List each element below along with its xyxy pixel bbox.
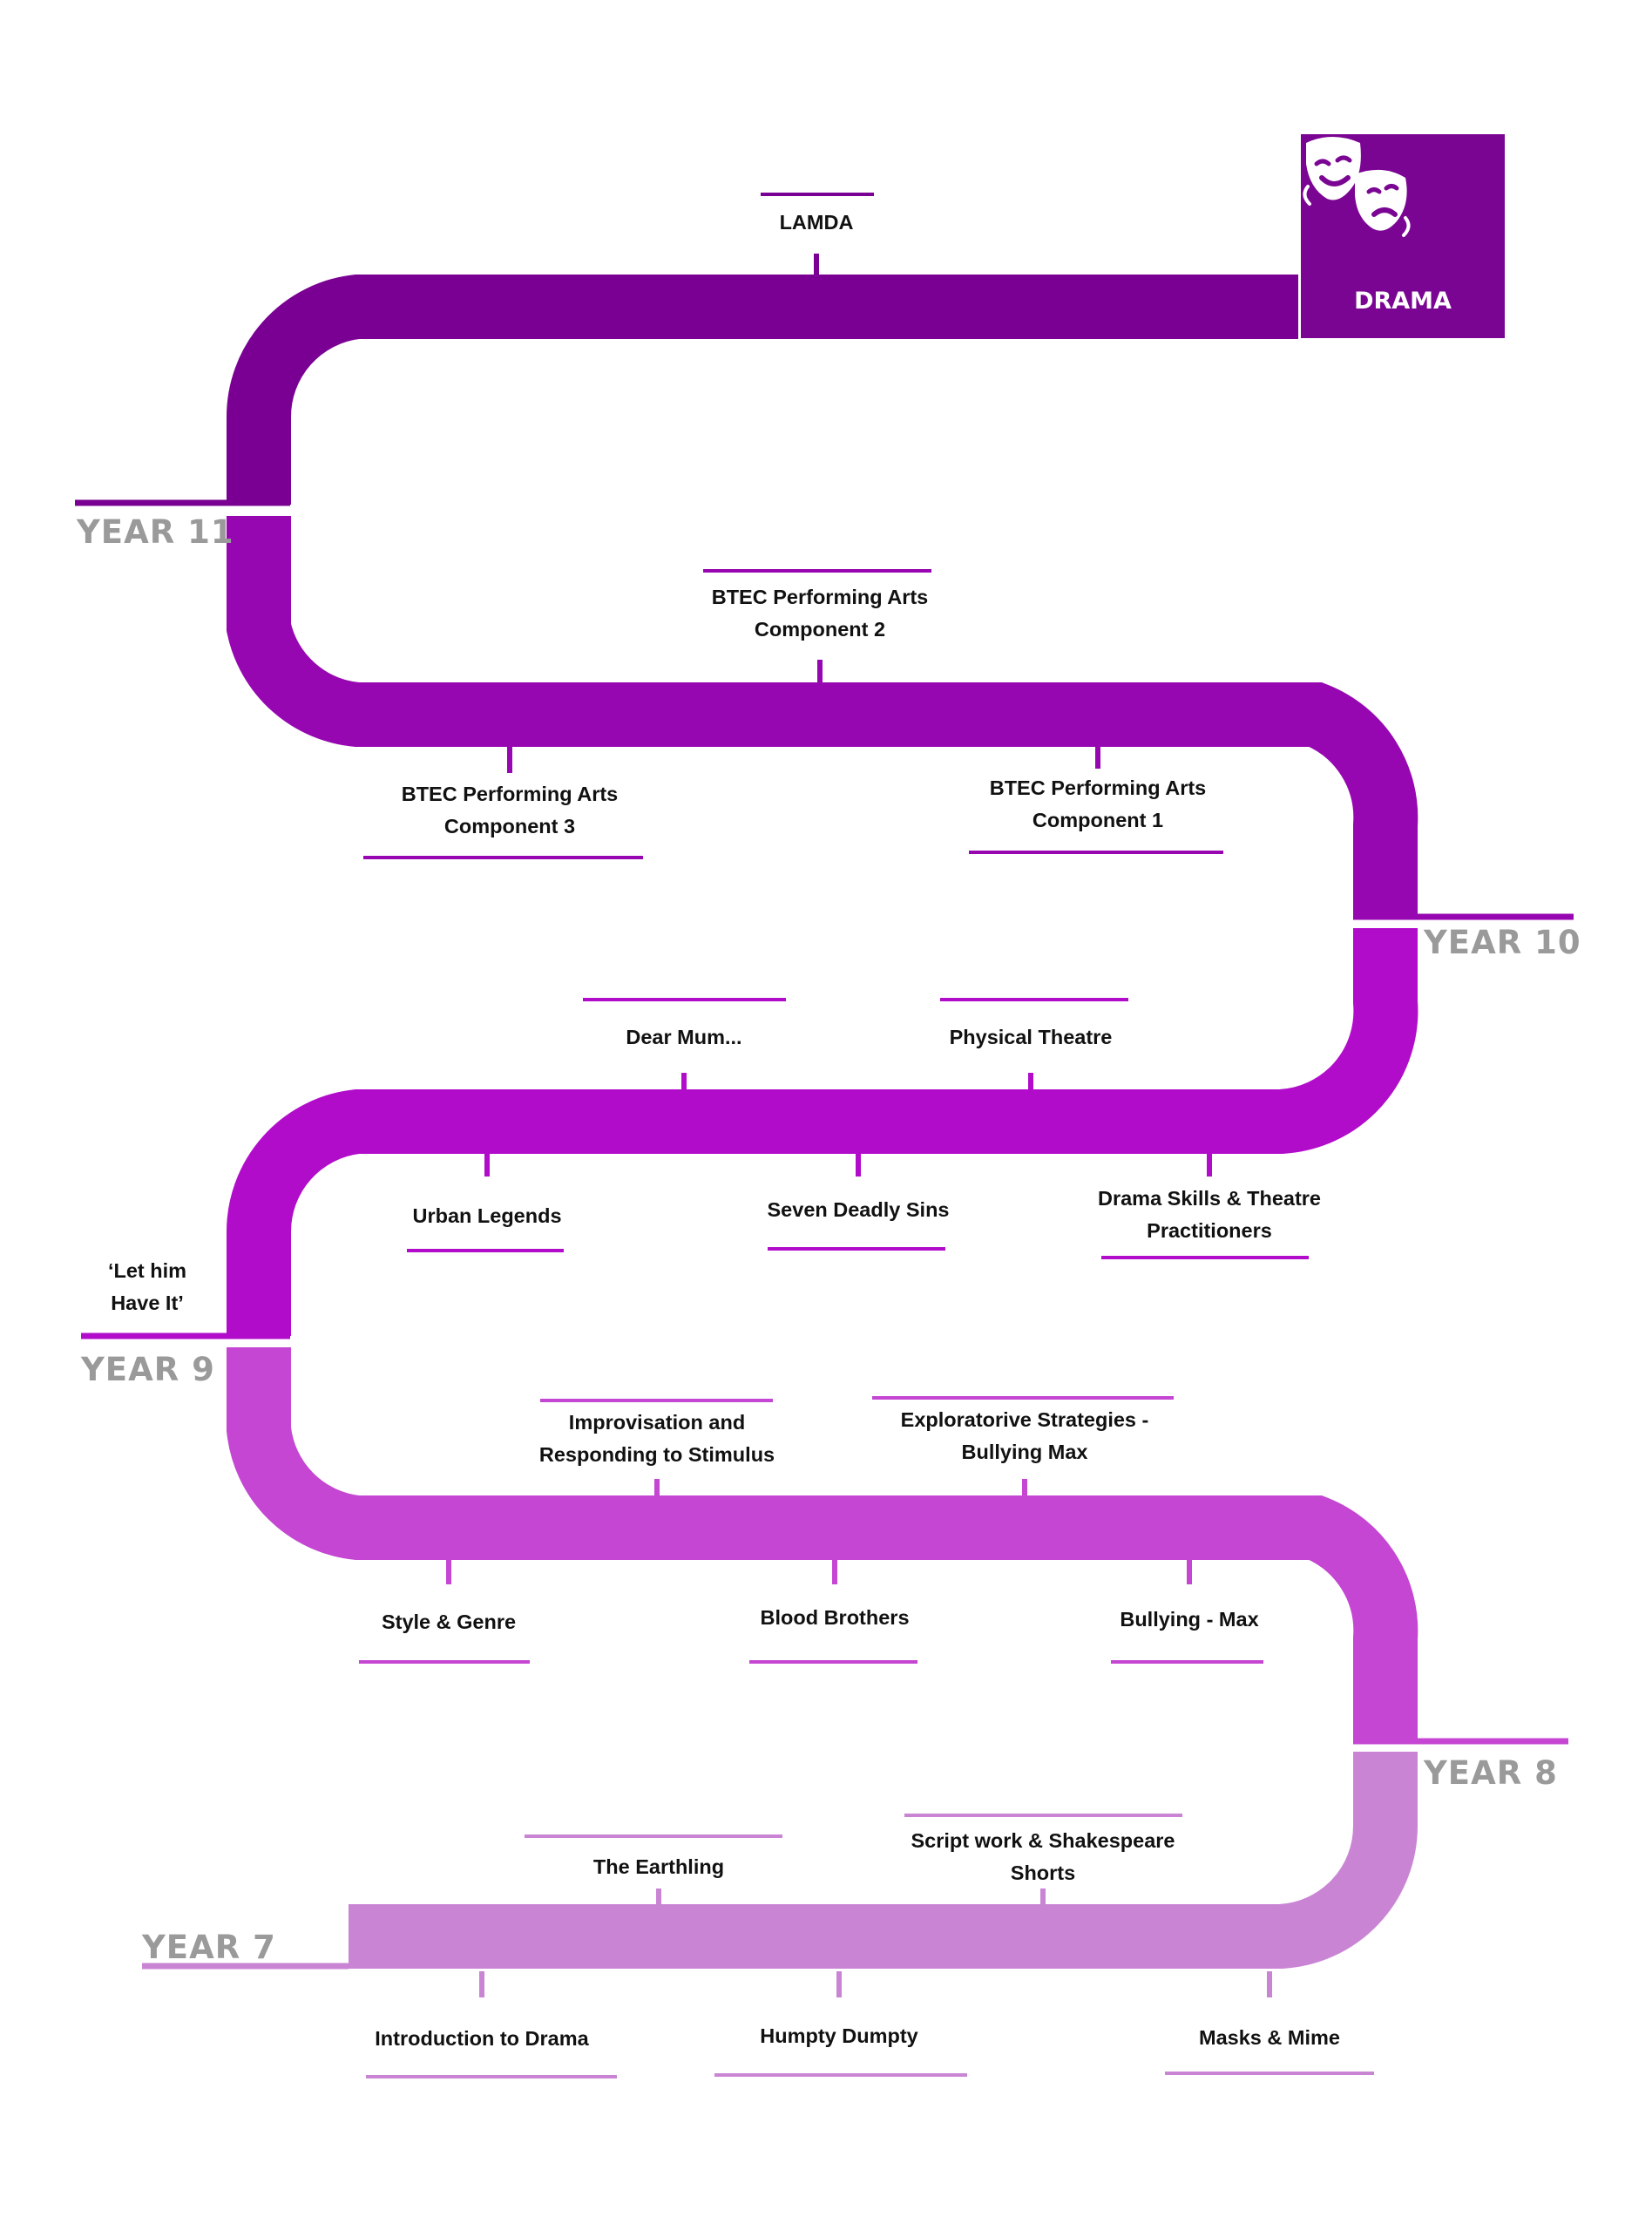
year-label-year9: YEAR 9 — [81, 1351, 215, 1388]
topic-label-line: Humpty Dumpty — [760, 2024, 918, 2047]
topic-label-line: Physical Theatre — [949, 1026, 1113, 1048]
topic-label-line: Dear Mum... — [626, 1026, 742, 1048]
topic-label-line: Responding to Stimulus — [538, 1443, 775, 1466]
topic-label-line: Component 1 — [1032, 809, 1164, 831]
topic-label-line: BTEC Performing Arts — [989, 776, 1207, 799]
topic-label-line: Style & Genre — [381, 1611, 517, 1633]
topic-label-style-genre: Style & Genre — [257, 1606, 640, 1638]
topic-label-line: Seven Deadly Sins — [767, 1198, 950, 1221]
topic-label-line: Improvisation and — [568, 1411, 746, 1434]
topic-label-masks-mime: Masks & Mime — [1078, 2022, 1461, 2054]
theatre-masks-icon — [1303, 137, 1411, 237]
topic-label-line: The Earthling — [592, 1855, 725, 1878]
topic-label-line: Component 3 — [443, 815, 576, 837]
road-segment-year8 — [227, 1347, 1418, 1741]
topic-label-line: Have It’ — [111, 1292, 184, 1314]
road-segment-year9 — [226, 928, 1418, 1336]
year-label-year8: YEAR 8 — [1424, 1754, 1558, 1792]
year-label-year7: YEAR 7 — [142, 1929, 276, 1966]
topic-label-line: BTEC Performing Arts — [711, 586, 929, 608]
topic-label-line: Blood Brothers — [760, 1606, 910, 1629]
badge-title: DRAMA — [1354, 288, 1452, 315]
topic-label-urban-legends: Urban Legends — [295, 1200, 679, 1232]
year-label-year10: YEAR 10 — [1424, 924, 1581, 961]
road-segment-year7 — [349, 1752, 1418, 1969]
topic-label-line: Masks & Mime — [1199, 2026, 1340, 2049]
topic-label-humpty-dumpty: Humpty Dumpty — [647, 2020, 1031, 2052]
topic-label-the-earthling: The Earthling — [467, 1851, 850, 1883]
topic-label-bullying-max: Bullying - Max — [998, 1604, 1381, 1636]
topic-label-line: ‘Let him — [107, 1259, 187, 1282]
topic-label-line: Shorts — [1010, 1861, 1076, 1884]
topic-label-line: Urban Legends — [412, 1204, 562, 1227]
topic-label-line: Exploratorive Strategies - — [900, 1408, 1149, 1431]
topic-label-physical-theatre: Physical Theatre — [839, 1021, 1222, 1054]
road-segment-year11 — [226, 275, 1298, 505]
topic-label-seven-deadly-sins: Seven Deadly Sins — [667, 1194, 1050, 1226]
drama-badge: DRAMA — [1301, 134, 1505, 338]
topic-label-blood-brothers: Blood Brothers — [643, 1602, 1026, 1634]
topic-label-line: Introduction to Drama — [375, 2027, 589, 2050]
topic-label-line: Drama Skills & Theatre — [1098, 1187, 1321, 1210]
topic-label-lamda: LAMDA — [625, 207, 1008, 239]
topic-label-exploratorive-strategies: Exploratorive Strategies - Bullying Max — [833, 1404, 1216, 1468]
topic-label-line: BTEC Performing Arts — [401, 783, 619, 805]
topic-label-line: Practitioners — [1147, 1219, 1272, 1242]
topic-label-intro-drama: Introduction to Drama — [290, 2023, 674, 2055]
road-segment-year10 — [227, 516, 1418, 917]
topic-label-line: Script work & Shakespeare — [911, 1829, 1175, 1852]
topic-label-line: LAMDA — [779, 211, 854, 234]
topic-label-dear-mum: Dear Mum... — [492, 1021, 876, 1054]
year-label-year11: YEAR 11 — [77, 513, 234, 551]
topic-label-line: Bullying Max — [961, 1441, 1088, 1463]
topic-label-line: Component 2 — [754, 618, 886, 641]
topic-label-line: Bullying - Max — [1120, 1608, 1259, 1631]
